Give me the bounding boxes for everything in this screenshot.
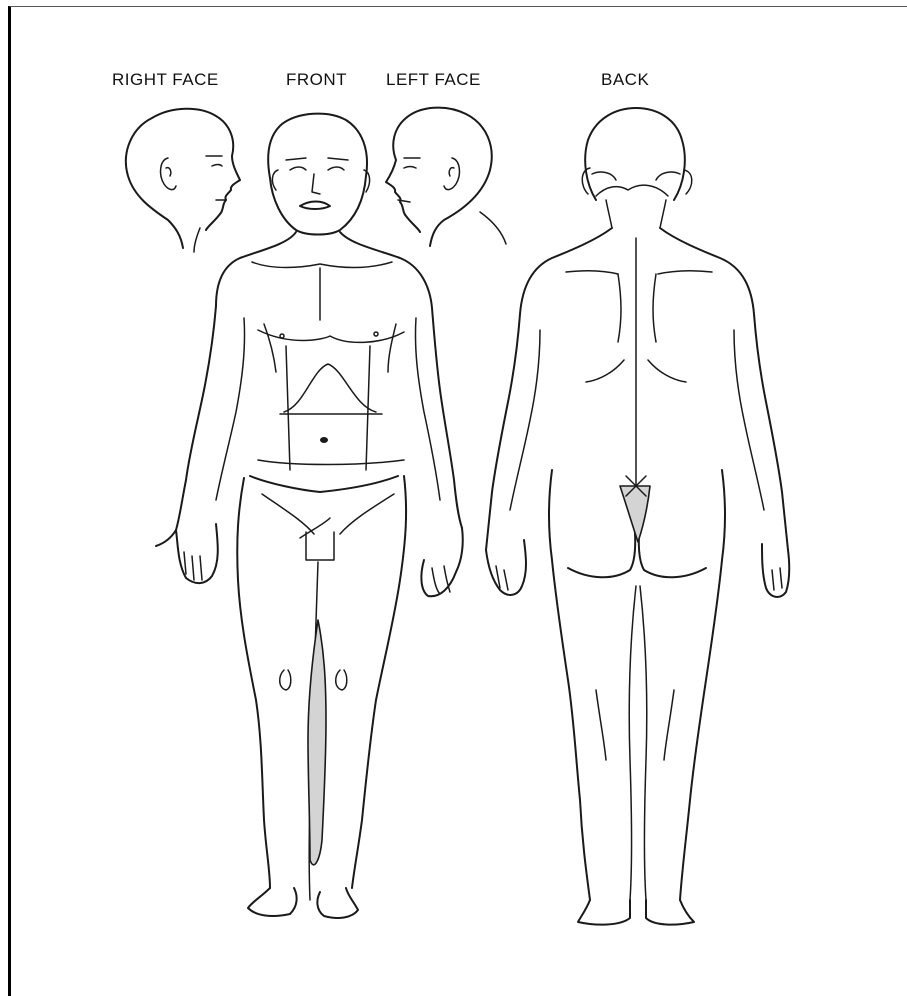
front-head — [268, 114, 369, 235]
left-face-head — [386, 108, 506, 246]
front-body — [156, 232, 463, 918]
back-body — [486, 108, 789, 925]
right-face-head — [126, 109, 240, 252]
